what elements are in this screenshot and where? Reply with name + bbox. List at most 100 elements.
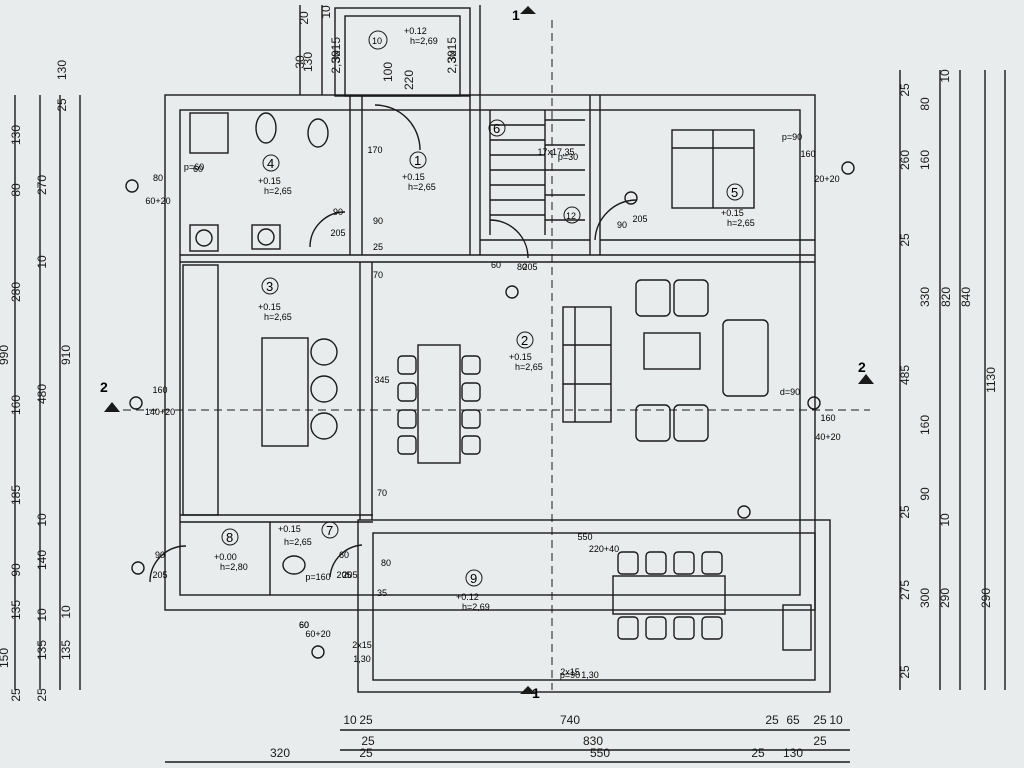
svg-text:+0.15: +0.15: [402, 172, 425, 182]
room-2-label: 2 +0.15 h=2,65: [509, 331, 543, 372]
dim-label: 170: [367, 145, 382, 155]
dim-label: 70: [373, 270, 383, 280]
dim-label: 10: [319, 5, 333, 19]
dim-label: 65: [786, 713, 800, 727]
dim-label: 40+20: [815, 432, 840, 442]
svg-text:+0.12: +0.12: [456, 592, 479, 602]
svg-text:1: 1: [414, 153, 421, 168]
dim-label: 135: [9, 600, 23, 620]
dim-label: 60: [491, 260, 501, 270]
dim-label: 205: [522, 262, 537, 272]
svg-text:4: 4: [267, 156, 274, 171]
svg-text:+0.15: +0.15: [258, 176, 281, 186]
dim-label: 25: [898, 83, 912, 97]
staircase: [489, 110, 585, 235]
section-mark-1-bottom: 1: [532, 685, 540, 701]
dim-label: 220+40: [589, 544, 619, 554]
dim-label: 10: [343, 713, 357, 727]
dim-label: 290: [979, 588, 993, 608]
dim-label: 70: [377, 488, 387, 498]
svg-text:12: 12: [566, 211, 576, 221]
dim-label: 2,30: [445, 50, 459, 74]
dim-label: 25: [373, 242, 383, 252]
dim-label: 160: [800, 149, 815, 159]
dining-chairs: [397, 355, 481, 455]
dim-label: 130: [55, 60, 69, 80]
dim-label: 25: [359, 746, 373, 760]
dim-label: 830: [583, 734, 603, 748]
dim-label: 140: [35, 550, 49, 570]
svg-text:9: 9: [470, 571, 477, 586]
svg-text:+0.12: +0.12: [404, 26, 427, 36]
dim-label: 550: [577, 532, 592, 542]
dim-label: 25: [359, 713, 373, 727]
dim-label: 140+20: [145, 407, 175, 417]
room-6-label: 6: [488, 119, 506, 137]
dim-label: 10: [35, 255, 49, 269]
svg-text:3: 3: [266, 279, 273, 294]
room-3-label: 3 +0.15 h=2,65: [258, 277, 292, 322]
dim-label: 20+20: [814, 174, 839, 184]
room-1-label: 1 +0.15 h=2,65: [402, 151, 436, 192]
dim-label: 60+20: [145, 196, 170, 206]
dim-label: 25: [35, 688, 49, 702]
svg-text:h=2,65: h=2,65: [515, 362, 543, 372]
dim-label: 10: [938, 69, 952, 83]
dim-label: 990: [0, 345, 11, 365]
dim-label: 270: [35, 175, 49, 195]
dim-label: 90: [9, 563, 23, 577]
dim-label: 205: [632, 214, 647, 224]
dim-label: 10: [59, 605, 73, 619]
svg-text:h=2,69: h=2,69: [462, 602, 490, 612]
svg-text:h=2,65: h=2,65: [284, 537, 312, 547]
svg-text:10: 10: [372, 36, 382, 46]
dim-label: 3x15: [329, 37, 343, 63]
svg-text:h=2,65: h=2,65: [727, 218, 755, 228]
dim-label: 280: [9, 282, 23, 302]
dim-label: 160: [918, 150, 932, 170]
svg-text:7: 7: [326, 523, 333, 538]
dim-label: 130: [301, 52, 315, 72]
dim-label: 30: [293, 55, 307, 69]
section-mark-1-top: 1: [512, 7, 520, 23]
dim-label: 90: [617, 220, 627, 230]
dim-label: 60: [339, 550, 349, 560]
dim-label: 260: [898, 150, 912, 170]
svg-text:2: 2: [521, 333, 528, 348]
dim-label: 910: [59, 345, 73, 365]
dim-label: 135: [35, 640, 49, 660]
room-7-label: 7 +0.15 h=2,65: [278, 521, 339, 547]
svg-text:h=2,65: h=2,65: [264, 186, 292, 196]
svg-text:+0.00: +0.00: [214, 552, 237, 562]
dim-label: 10: [35, 608, 49, 622]
dim-label: 205: [152, 570, 167, 580]
dim-label: 60: [299, 620, 309, 630]
outer-wall: [164, 94, 816, 611]
dim-label: 80: [9, 183, 23, 197]
interior-dimension-labels: 8060+20609020517090257034570358020580205…: [145, 132, 841, 680]
dim-label: 80: [153, 173, 163, 183]
terrace-wall: [357, 519, 831, 693]
dim-label: 2x15: [560, 667, 580, 677]
dim-label: 90: [918, 487, 932, 501]
dim-label: 1,30: [581, 670, 599, 680]
terrace-table: [612, 575, 726, 615]
svg-text:+0.15: +0.15: [258, 302, 281, 312]
room-8-label: 8 +0.00 h=2,80: [214, 528, 248, 572]
room-12-label: 12: [563, 206, 581, 224]
dim-label: 135: [59, 640, 73, 660]
toilet: [255, 112, 277, 144]
sofa: [562, 306, 612, 423]
dim-label: 25: [813, 734, 827, 748]
dim-label: 25: [898, 505, 912, 519]
dim-label: p=60: [184, 162, 204, 172]
dim-label: 160: [152, 385, 167, 395]
dim-label: 60+20: [305, 629, 330, 639]
dim-label: 25: [765, 713, 779, 727]
svg-text:5: 5: [731, 185, 738, 200]
dim-label: 130: [783, 746, 803, 760]
dim-label: p=90: [560, 670, 580, 680]
